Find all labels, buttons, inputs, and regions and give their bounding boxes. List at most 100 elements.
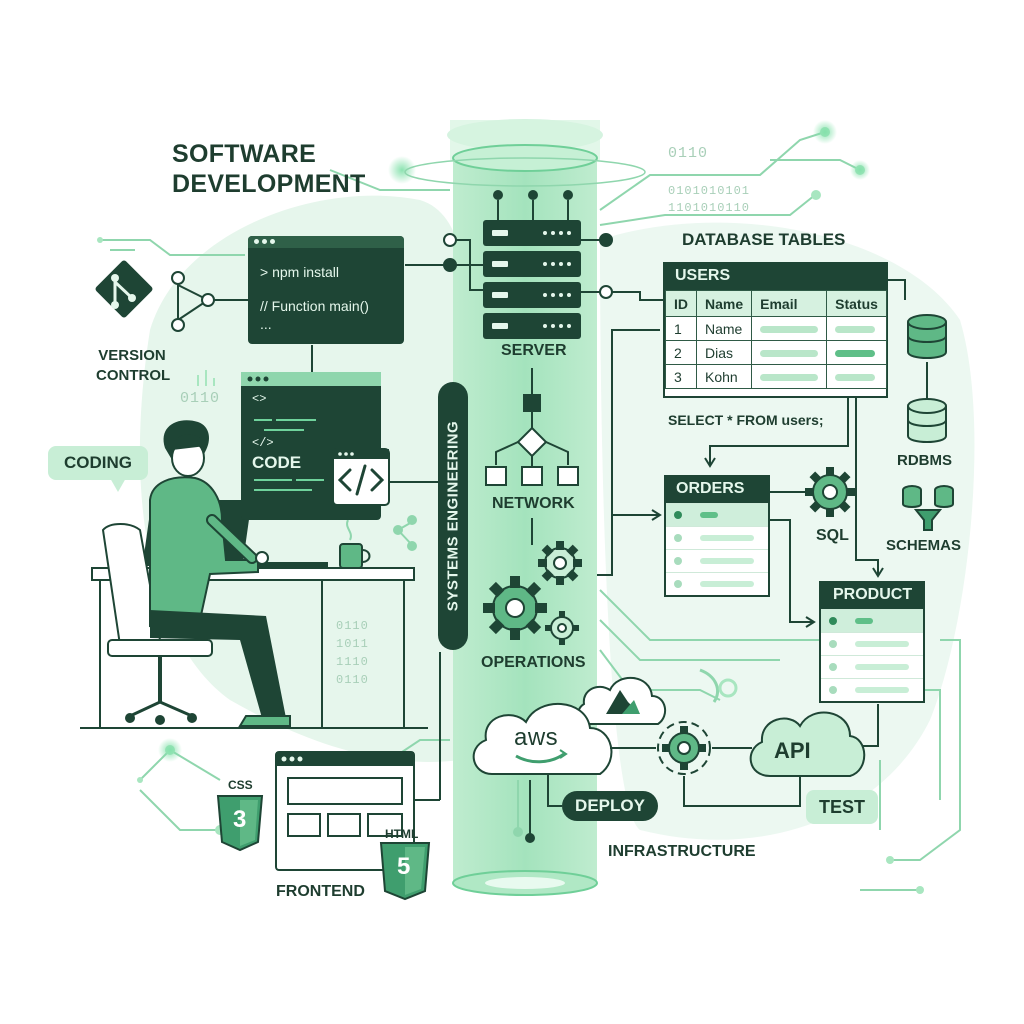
version-control-line-1: VERSION — [98, 347, 166, 364]
table-row — [666, 549, 768, 572]
users-table-header: USERS — [665, 264, 886, 290]
rdbms-label: RDBMS — [897, 452, 952, 469]
systems-engineering-pill — [438, 382, 468, 650]
frontend-label: FRONTEND — [276, 883, 365, 900]
product-table-header: PRODUCT — [821, 583, 923, 609]
product-table: PRODUCT — [819, 581, 925, 703]
row-email — [751, 364, 828, 389]
schemas-label: SCHEMAS — [886, 537, 962, 554]
azure-cloud-icon — [577, 676, 667, 725]
orders-table-header: ORDERS — [666, 477, 768, 503]
terminal-line-2: // Function main() — [260, 298, 369, 314]
column-header-status: Status — [826, 290, 887, 317]
table-row — [666, 526, 768, 549]
row-status — [826, 340, 887, 365]
aws-label: aws — [514, 724, 559, 751]
editor-close-tag: </> — [252, 436, 274, 450]
binary-desk-1: 0110 — [336, 619, 369, 633]
binary-desk-column: 0110 1011 1110 0110 — [336, 617, 369, 689]
aws-cloud-icon — [472, 702, 613, 775]
table-row — [666, 503, 768, 526]
sql-label: SQL — [816, 527, 849, 544]
systems-engineering-label: SYSTEMS ENGINEERING — [444, 420, 462, 612]
operations-gears-icon — [483, 541, 582, 645]
developer-illustration — [80, 420, 428, 729]
table-row: 3 Kohn — [665, 364, 887, 389]
sql-gear-icon — [805, 467, 855, 517]
test-pill: TEST — [806, 790, 878, 824]
orders-table: ORDERS — [664, 475, 770, 597]
column-header-id: ID — [665, 290, 697, 317]
api-label: API — [774, 738, 811, 763]
table-row — [821, 609, 923, 632]
row-email — [751, 316, 828, 341]
table-row — [821, 632, 923, 655]
deploy-links — [517, 774, 562, 838]
pillar-database-links — [597, 329, 662, 576]
version-control-line-2: CONTROL — [96, 367, 171, 384]
binary-top-right: 0110 — [668, 145, 709, 162]
deploy-pill: DEPLOY — [562, 791, 658, 821]
title-line-1: SOFTWARE — [172, 140, 317, 168]
row-name: Dias — [695, 340, 753, 365]
terminal-dot-icon — [270, 239, 275, 244]
network-icon — [485, 368, 579, 486]
terminal-titlebar — [248, 236, 404, 248]
table-links — [704, 279, 906, 628]
branch-graph-icon — [171, 271, 248, 332]
binary-stream-2: 1101010110 — [668, 201, 751, 215]
row-name: Kohn — [695, 364, 753, 389]
server-connectors — [405, 239, 663, 301]
coding-bubble: CODING — [48, 446, 148, 480]
terminal-dot-icon — [254, 239, 259, 244]
database-tables-title: DATABASE TABLES — [682, 230, 846, 249]
row-status — [826, 316, 887, 341]
binary-left: 0110 — [180, 390, 221, 407]
git-icon — [95, 260, 153, 318]
network-label: NETWORK — [492, 495, 575, 512]
row-status — [826, 364, 887, 389]
editor-open-tag: <> — [252, 392, 267, 406]
title-line-2: DEVELOPMENT — [172, 170, 366, 198]
server-rack — [483, 190, 581, 339]
terminal-line-3: ... — [260, 316, 272, 332]
row-id: 3 — [665, 364, 697, 389]
terminal-window: > npm install // Function main() ... — [248, 236, 404, 344]
row-id: 2 — [665, 340, 697, 365]
users-table: USERS ID Name Email Status 1 Name 2 Dias — [663, 262, 888, 398]
column-header-name: Name — [695, 290, 753, 317]
rdbms-cylinders-icon — [907, 314, 947, 443]
css3-badge-text: 3 — [233, 806, 247, 833]
table-row: 1 Name — [665, 316, 887, 341]
version-control-label: VERSION CONTROL — [96, 346, 171, 386]
css-label: CSS — [228, 778, 253, 792]
server-label: SERVER — [501, 342, 567, 359]
operations-label: OPERATIONS — [481, 654, 586, 671]
users-table-grid: ID Name Email Status 1 Name 2 Dias 3 Koh… — [665, 290, 887, 389]
systems-engineering-label-wrap: SYSTEMS ENGINEERING — [438, 382, 468, 650]
table-row — [666, 572, 768, 595]
binary-desk-2: 1011 — [336, 637, 369, 651]
html5-badge-text: 5 — [397, 853, 411, 880]
table-row — [821, 678, 923, 701]
html5-icon — [379, 842, 431, 901]
table-row — [821, 655, 923, 678]
css3-icon — [216, 795, 264, 852]
sql-query: SELECT * FROM users; — [668, 412, 824, 428]
schemas-icon — [902, 485, 954, 531]
users-table-column-row: ID Name Email Status — [665, 290, 887, 317]
terminal-line-1: > npm install — [260, 264, 339, 280]
table-row: 2 Dias — [665, 340, 887, 365]
row-email — [751, 340, 828, 365]
binary-stream-1: 0101010101 — [668, 184, 751, 198]
binary-desk-3: 1110 — [336, 655, 369, 669]
code-tag-icon — [332, 448, 438, 506]
test-gear-icon — [657, 668, 738, 775]
row-name: Name — [695, 316, 753, 341]
editor-code-label: CODE — [252, 453, 302, 472]
terminal-dot-icon — [262, 239, 267, 244]
binary-desk-4: 0110 — [336, 673, 369, 687]
infrastructure-label: INFRASTRUCTURE — [608, 843, 756, 860]
row-id: 1 — [665, 316, 697, 341]
